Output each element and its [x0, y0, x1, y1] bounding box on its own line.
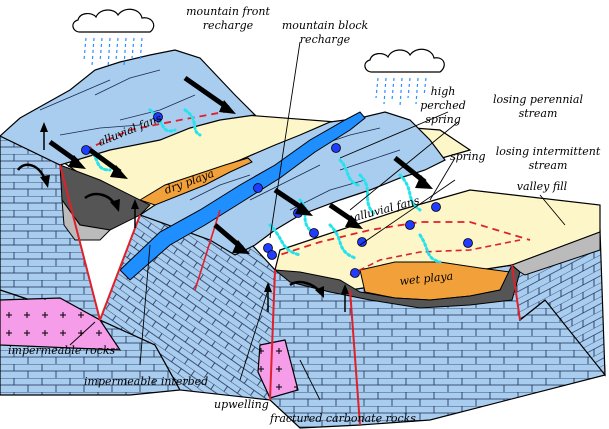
water-table-back: [84, 109, 236, 151]
label-impermeable-interbed: impermeable interbed: [84, 375, 208, 388]
label-mountain-block-recharge-1: mountain block: [282, 19, 369, 32]
label-valley-fill: valley fill: [517, 180, 568, 193]
spring-marker: [331, 143, 341, 153]
spring-marker: [350, 268, 360, 278]
spring-marker: [309, 228, 319, 238]
label-mountain-block-recharge-2: recharge: [300, 33, 351, 46]
spring-marker: [81, 145, 91, 155]
spring-marker: [357, 237, 367, 247]
label-losing-intermittent-stream-2: stream: [529, 159, 568, 172]
dry-playa: [138, 157, 253, 206]
leader-lines: [69, 41, 566, 401]
left-mountain-range: [0, 49, 257, 166]
label-losing-intermittent-stream-1: losing intermittent: [496, 145, 601, 158]
spring-marker: [463, 238, 473, 248]
rain-left: [83, 37, 143, 69]
cloud-right: [364, 48, 445, 73]
spring-marker: [405, 220, 415, 230]
label-mountain-front-recharge-1: mountain front: [186, 5, 270, 18]
label-mountain-front-recharge-2: recharge: [203, 19, 254, 32]
fault-lines: [59, 164, 521, 426]
middle-mountain-range: [138, 111, 446, 256]
spring-marker: [253, 183, 263, 193]
flow-arrows: [16, 75, 433, 312]
rain-right: [375, 77, 427, 107]
label-high-perched-spring-2: perched: [420, 99, 466, 112]
spring-marker: [267, 250, 277, 260]
label-losing-perennial-stream-2: stream: [519, 107, 558, 120]
label-fractured-carbonate-rocks: fractured carbonate rocks: [269, 412, 416, 425]
label-wet-playa: wet playa: [399, 269, 454, 288]
label-upwelling: upwelling: [214, 398, 269, 411]
spring-markers: [81, 112, 473, 278]
spring-marker: [153, 112, 163, 122]
label-high-perched-spring-3: spring: [425, 113, 461, 126]
losing-perennial-stream: [119, 111, 366, 281]
water-table-playa: [349, 239, 521, 276]
label-impermeable-rocks: impermeable rocks: [8, 344, 116, 357]
cloud-left: [72, 8, 155, 33]
label-losing-perennial-stream-1: losing perennial: [493, 93, 583, 106]
impermeable-rocks-right: [257, 339, 299, 399]
impermeable-rocks-left: [0, 297, 122, 351]
spring-marker: [431, 202, 441, 212]
label-high-perched-spring-1: high: [431, 85, 456, 98]
label-spring: spring: [450, 150, 486, 163]
impermeable-interbed-right-grey: [511, 231, 601, 276]
impermeable-interbed-left-grey: [61, 198, 112, 241]
